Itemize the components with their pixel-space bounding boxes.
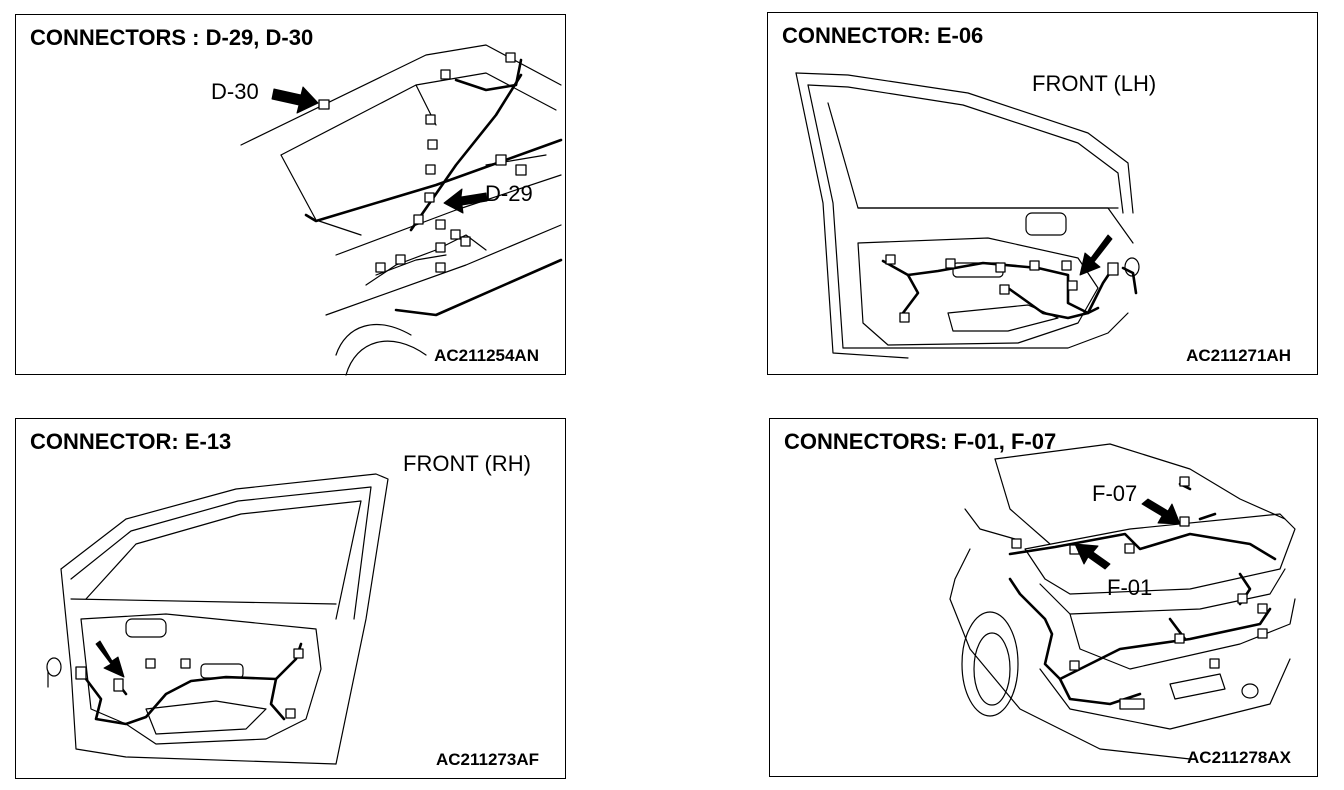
front-lh-door-diagram [795, 72, 1140, 359]
panel-title: CONNECTOR: E-06 [782, 23, 984, 48]
figure-code: AC211271AH [1186, 346, 1291, 365]
figure-code: AC211278AX [1187, 748, 1291, 767]
arrow-d30 [271, 86, 319, 114]
callout-f07: F-07 [1092, 481, 1138, 506]
front-rh-door-diagram [46, 473, 389, 765]
panel-title: CONNECTORS: F-01, F-07 [784, 429, 1057, 454]
side-label: FRONT (RH) [403, 451, 531, 476]
panel-connectors-d29-d30: CONNECTORS : D-29, D-30 [15, 14, 566, 376]
figure-code: AC211254AN [434, 346, 539, 365]
panel-title: CONNECTOR: E-13 [30, 429, 232, 454]
instrument-panel-diagram [240, 44, 563, 376]
arrow-e13 [95, 640, 125, 678]
callout-f01: F-01 [1107, 575, 1153, 600]
panel-connector-e13: CONNECTOR: E-13 FRONT (RH) AC211273AF [15, 418, 566, 779]
arrow-e06 [1079, 234, 1113, 276]
figure-code: AC211273AF [435, 750, 539, 769]
arrow-d29 [443, 188, 488, 214]
panel-connector-e06: CONNECTOR: E-06 FRONT (LH) [767, 12, 1318, 375]
side-label: FRONT (LH) [1032, 71, 1157, 96]
callout-d29: D-29 [485, 181, 533, 206]
trunk-lid-diagram [949, 443, 1296, 760]
panel-connectors-f01-f07: CONNECTORS: F-01, F-07 [769, 418, 1318, 777]
arrow-f07 [1141, 498, 1181, 525]
panel-title: CONNECTORS : D-29, D-30 [30, 25, 314, 50]
callout-d30: D-30 [211, 79, 259, 104]
arrow-f01 [1074, 543, 1111, 570]
